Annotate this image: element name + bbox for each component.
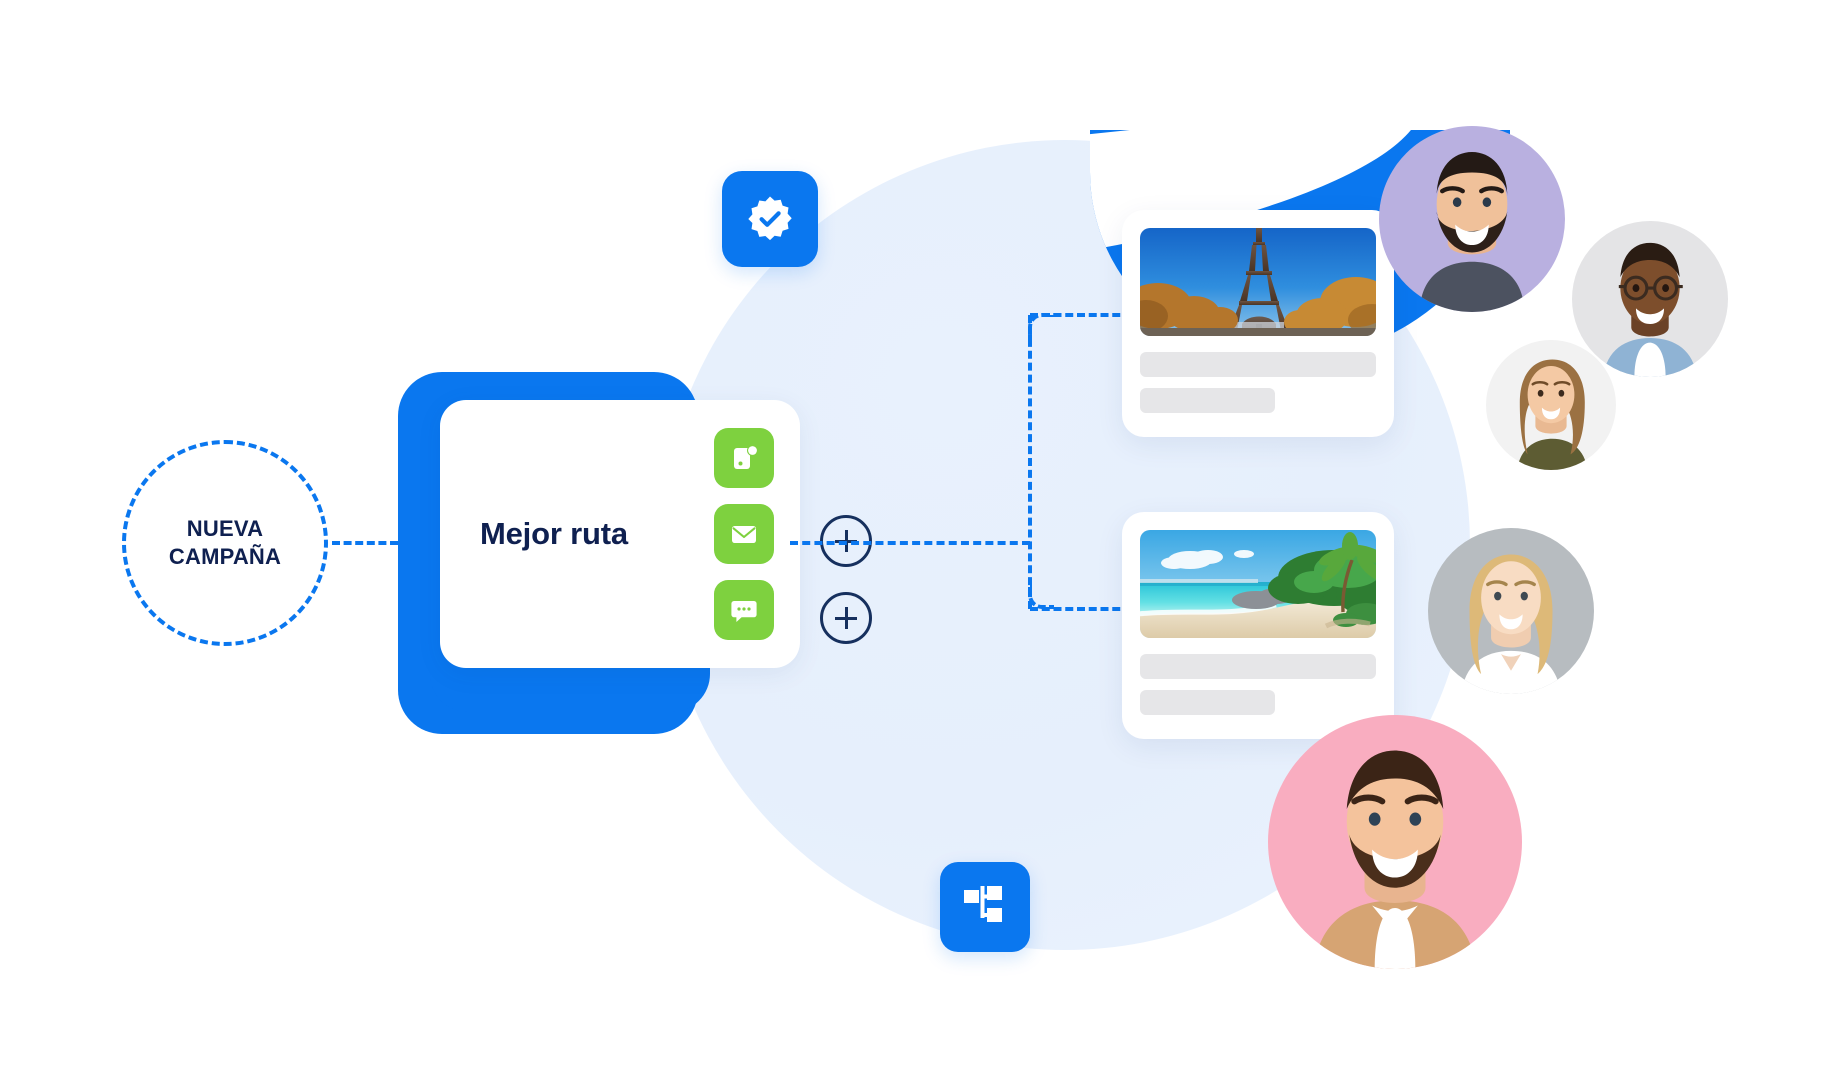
- channel-button-stack: [714, 428, 774, 640]
- avatar-man-tan-shirt-pink[interactable]: [1268, 715, 1522, 969]
- avatar-woman-brown-hair[interactable]: [1486, 340, 1616, 470]
- skeleton-line: [1140, 388, 1275, 413]
- avatar-man-beard-purple[interactable]: [1379, 126, 1565, 312]
- entry-node-label-line1: NUEVA: [186, 515, 264, 541]
- main-card-title: Mejor ruta: [480, 516, 628, 551]
- add-step-button-2[interactable]: [820, 592, 872, 644]
- channel-button-push[interactable]: [714, 428, 774, 488]
- skeleton-line: [1140, 654, 1376, 679]
- mobile-push-icon: [728, 442, 760, 474]
- flowchart-icon[interactable]: [940, 862, 1030, 952]
- envelope-icon: [728, 518, 760, 550]
- paris-thumbnail: [1140, 228, 1376, 336]
- avatar-woman-blonde-gray[interactable]: [1428, 528, 1594, 694]
- content-card-beach[interactable]: [1122, 512, 1394, 739]
- connector-corner-bottom: [1028, 583, 1054, 609]
- connector-spine: [1028, 315, 1032, 609]
- entry-node-label-line2: CAMPAÑA: [168, 544, 282, 569]
- connector-branch-top: [1030, 313, 1132, 317]
- skeleton-line: [1140, 352, 1376, 377]
- entry-node-label: NUEVA CAMPAÑA: [169, 515, 281, 571]
- connector-branch-bottom: [1030, 607, 1132, 611]
- main-card-mejor-ruta[interactable]: Mejor ruta: [440, 400, 800, 668]
- entry-node-nueva-campana[interactable]: NUEVA CAMPAÑA: [122, 440, 328, 646]
- verified-badge-icon[interactable]: [722, 171, 818, 267]
- content-card-paris[interactable]: [1122, 210, 1394, 437]
- avatar-man-glasses-gray[interactable]: [1572, 221, 1728, 377]
- connector-entry-to-card: [332, 541, 398, 545]
- beach-thumbnail: [1140, 530, 1376, 638]
- skeleton-line: [1140, 690, 1275, 715]
- channel-button-email[interactable]: [714, 504, 774, 564]
- chat-bubble-icon: [728, 594, 760, 626]
- connector-trunk: [790, 541, 1030, 545]
- channel-button-chat[interactable]: [714, 580, 774, 640]
